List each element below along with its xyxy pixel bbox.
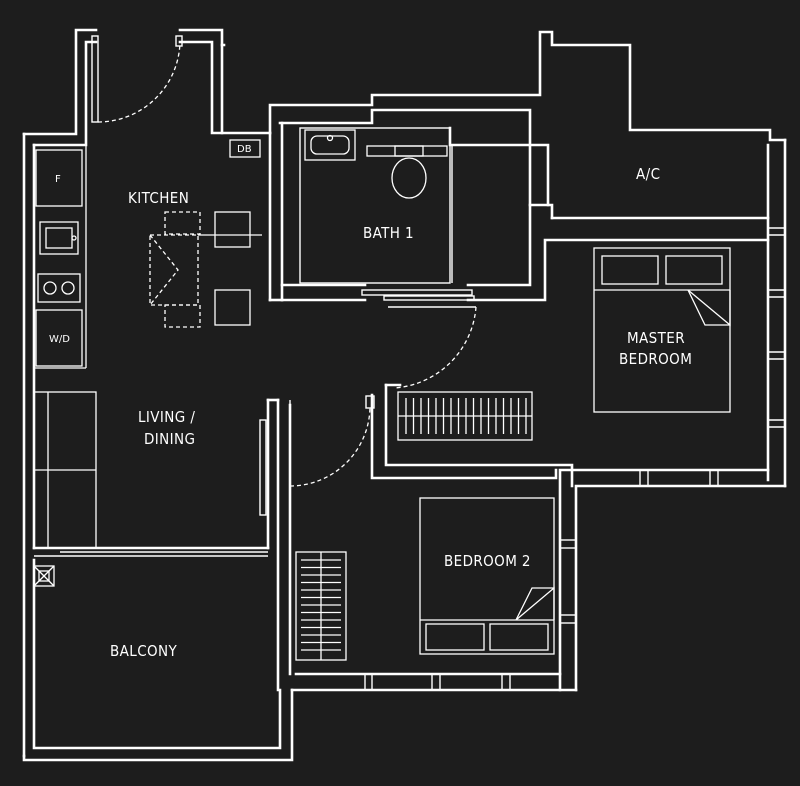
- fridge-icon: [35, 149, 83, 207]
- washer-dryer-label: W/D: [49, 334, 70, 345]
- living-label-line2: DINING: [144, 430, 195, 448]
- fridge-label: F: [55, 174, 61, 185]
- floor-trap-icon: [33, 565, 55, 587]
- hob-icon: [37, 273, 81, 303]
- bath-fixtures: [304, 129, 448, 199]
- kitchen-fixtures: [34, 145, 262, 369]
- room-labels: KITCHEN BATH 1 A/C MASTER BEDROOM LIVING…: [49, 144, 692, 660]
- kitchen-table-icon: [149, 234, 199, 306]
- doors: [91, 35, 477, 487]
- ac-label: A/C: [636, 165, 660, 183]
- balcony-label: BALCONY: [110, 642, 178, 660]
- basin-icon: [304, 129, 356, 161]
- living-label-line1: LIVING /: [138, 408, 195, 426]
- bedroom2-bed-icon: [419, 497, 555, 655]
- master-label-line2: BEDROOM: [619, 350, 692, 368]
- sink-icon: [39, 221, 79, 255]
- interior-walls: [32, 121, 770, 692]
- kitchen-label: KITCHEN: [128, 189, 189, 207]
- sofa-icon: [33, 391, 97, 549]
- master-wardrobe-icon: [397, 391, 533, 441]
- bath1-label: BATH 1: [363, 224, 414, 242]
- master-bed-icon: [593, 247, 731, 413]
- washer-dryer-icon: [35, 309, 83, 367]
- bedroom2-wardrobe-icon: [295, 551, 347, 661]
- master-label-line1: MASTER: [627, 329, 685, 347]
- distribution-board-icon: [229, 139, 261, 158]
- db-label: DB: [237, 144, 252, 155]
- toilet-icon: [394, 145, 424, 157]
- outer-walls: [22, 28, 787, 762]
- bedroom2-label: BEDROOM 2: [444, 552, 531, 570]
